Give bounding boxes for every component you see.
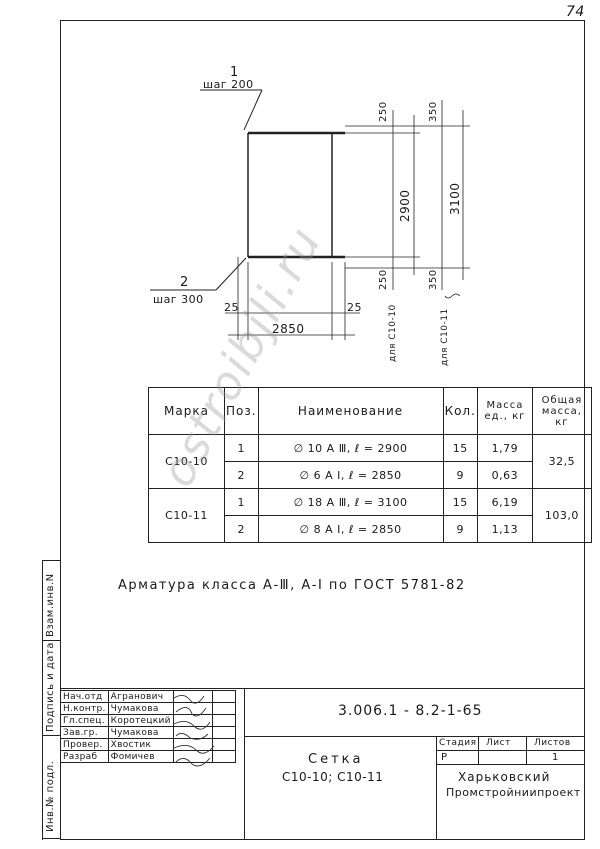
stamp-role: Гл.спец. [60, 714, 109, 727]
table-row: 2 ∅ 6 А Ⅰ, ℓ = 2850 9 0,63 [149, 461, 592, 489]
bar1-label: 1 [230, 65, 239, 80]
stamp-divider [436, 736, 437, 840]
table-row: С10-10 1 ∅ 10 А Ⅲ, ℓ = 2900 15 1,79 32,5 [148, 434, 592, 489]
table-row: С10-11 1 ∅ 18 А Ⅲ, ℓ = 3100 15 6,19 103,… [148, 488, 592, 543]
stamp-divider [526, 736, 527, 764]
stamp-top-line [60, 688, 585, 689]
dim-350-bottom: 350 [428, 269, 439, 290]
stage-value: Р [441, 752, 448, 763]
organization-line1: Харьковский [458, 770, 551, 784]
header-total: Общая масса, кг [531, 387, 592, 435]
stamp-name: Фомичев [107, 750, 174, 763]
stamp-role: Н.контр. [60, 702, 109, 715]
cell-mass: 6,19 [476, 488, 533, 516]
page-number: 74 [566, 4, 585, 20]
cell-name: ∅ 6 А Ⅰ, ℓ = 2850 [257, 461, 444, 489]
sheet-label: Лист [486, 738, 511, 748]
side-label-podpis: Подпись и дата [45, 642, 56, 732]
organization-line2: Промстройниипроект [446, 786, 581, 799]
stamp-role: Нач.отд [60, 690, 109, 703]
dim-250-bottom: 250 [378, 269, 389, 290]
mesh-drawing [150, 89, 470, 340]
note-c1011: для С10-11 [440, 308, 450, 366]
header-mass: Масса ед., кг [476, 387, 533, 435]
dim-2900: 2900 [398, 189, 412, 222]
cell-name: ∅ 18 А Ⅲ, ℓ = 3100 [257, 488, 444, 516]
spec-header-row: Марка Поз. Наименование Кол. Масса ед., … [148, 387, 592, 435]
sheets-value: 1 [552, 752, 559, 763]
cell-total: 103,0 [531, 488, 592, 543]
cell-pos: 2 [224, 461, 259, 489]
table-row: 2 ∅ 8 А Ⅰ, ℓ = 2850 9 1,13 [149, 515, 592, 543]
leader-1-arrow [243, 89, 263, 131]
document-code: 3.006.1 - 8.2-1-65 [338, 703, 483, 719]
bar2-label: 2 [180, 275, 189, 290]
stamp-divider [244, 688, 245, 840]
stamp-stage-line2 [436, 764, 585, 765]
stamp-divider [478, 736, 479, 764]
stamp-role: Провер. [60, 738, 109, 751]
side-strip-divider [42, 640, 60, 641]
stamp-name: Агранович [107, 690, 174, 703]
dim-25-right: 25 [347, 301, 362, 314]
stamp-name: Чумакова [107, 702, 174, 715]
reinforcement-note: Арматура класса А-Ⅲ, А-Ⅰ по ГОСТ 5781-82 [118, 578, 466, 593]
cell-pos: 2 [224, 515, 259, 543]
header-name: Наименование [257, 387, 444, 435]
side-strip-divider [42, 735, 60, 736]
cell-qty: 9 [442, 461, 478, 489]
stamp-stage-line [436, 750, 585, 751]
cell-mark: С10-11 [148, 488, 225, 543]
specification-table: Марка Поз. Наименование Кол. Масса ед., … [148, 387, 592, 543]
cell-total: 32,5 [531, 434, 592, 489]
dim-3100: 3100 [448, 182, 462, 215]
note-c1010: для С10-10 [388, 304, 398, 362]
stage-label: Стадия [439, 738, 477, 748]
cell-qty: 15 [442, 488, 478, 516]
dim-250-top: 250 [378, 101, 389, 122]
cell-mass: 0,63 [476, 461, 533, 489]
sheets-label: Листов [534, 738, 571, 748]
header-pos: Поз. [224, 387, 259, 435]
cell-qty: 15 [442, 434, 478, 462]
side-label-inv: Инв.№ подл. [45, 760, 56, 832]
drawing-title-line2: С10-10; С10-11 [282, 770, 384, 784]
stamp-name: Чумакова [107, 726, 174, 739]
bar1-step: шаг 200 [203, 78, 254, 91]
bar2-step: шаг 300 [153, 293, 204, 306]
side-label-vzam: Взам.инв.N [45, 573, 56, 637]
cell-mass: 1,13 [476, 515, 533, 543]
cell-pos: 1 [224, 488, 259, 516]
handwritten-signatures [173, 695, 215, 767]
brace-c1011 [444, 293, 461, 299]
dim-2850: 2850 [272, 322, 305, 336]
date-cell [211, 750, 236, 763]
stamp-code-line [244, 736, 585, 737]
side-strip-line [42, 560, 43, 840]
drawing-title-line1: Сетка [308, 752, 364, 767]
side-strip-divider [42, 560, 60, 561]
cell-qty: 9 [442, 515, 478, 543]
stamp-role: Зав.гр. [60, 726, 109, 739]
leader-2-arrow [215, 257, 247, 291]
dim-350-top: 350 [428, 101, 439, 122]
header-qty: Кол. [442, 387, 478, 435]
cell-name: ∅ 10 А Ⅲ, ℓ = 2900 [257, 434, 444, 462]
stamp-role: Разраб [60, 750, 109, 763]
cell-name: ∅ 8 А Ⅰ, ℓ = 2850 [257, 515, 444, 543]
cell-pos: 1 [224, 434, 259, 462]
side-strip-divider [42, 838, 60, 839]
stamp-row: Н.контр.Чумакова [60, 702, 236, 715]
stamp-name: Хвостик [107, 738, 174, 751]
cell-mass: 1,79 [476, 434, 533, 462]
stamp-name: Коротецкий [107, 714, 174, 727]
dim-25-left: 25 [224, 301, 239, 314]
